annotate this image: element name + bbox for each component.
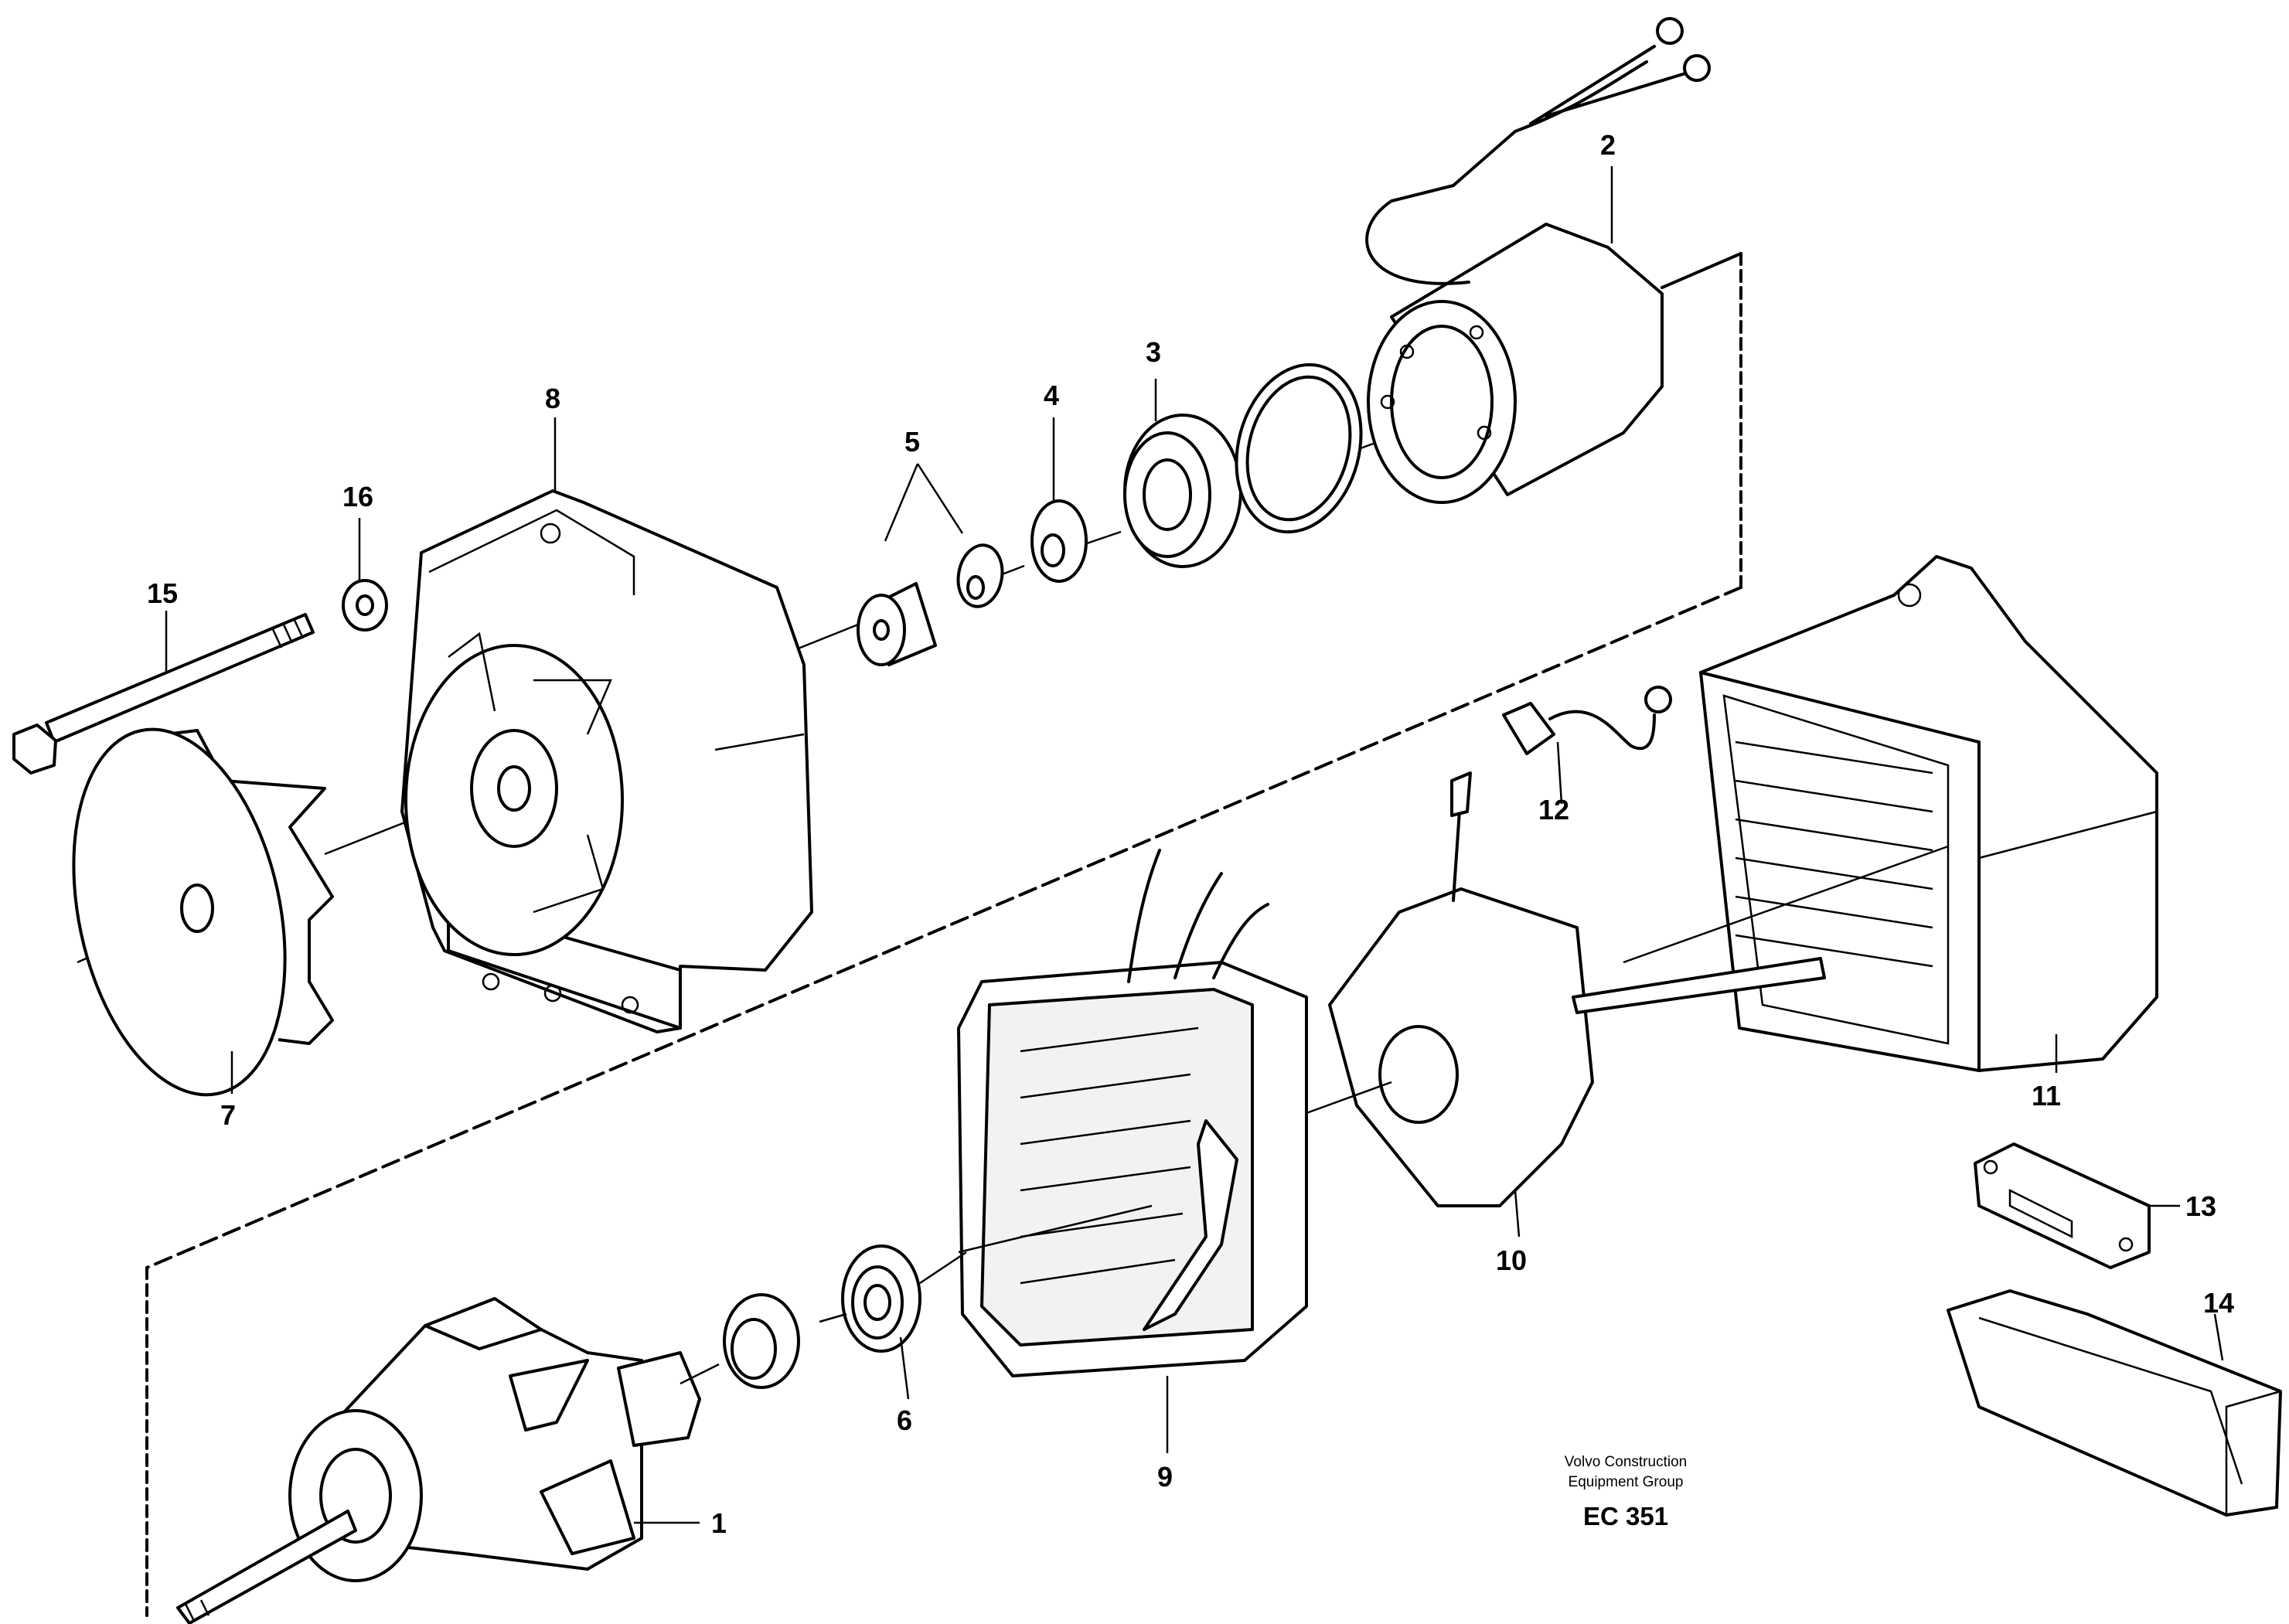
callout-8: 8 [545, 383, 560, 414]
callout-9: 9 [1157, 1461, 1173, 1493]
o-ring [1235, 363, 1363, 534]
callout-13: 13 [2185, 1190, 2216, 1222]
assembly-guide-lines [145, 252, 1742, 1617]
part-7-pulley-fan [72, 727, 334, 1097]
part-16-washer [342, 579, 388, 632]
callout-15: 15 [147, 577, 178, 609]
part-3-bearing [1123, 414, 1242, 568]
part-5-spacer [857, 543, 1004, 666]
part-4-ring [1030, 499, 1088, 583]
callout-6: 6 [897, 1404, 912, 1436]
figure-caption: Volvo Construction Equipment Group EC 35… [1565, 1454, 1687, 1530]
part-1-rotor [176, 1297, 720, 1624]
callout-4: 4 [1044, 380, 1059, 411]
callout-3: 3 [1146, 336, 1161, 368]
figure-code: EC 351 [1583, 1502, 1668, 1530]
caption-line-2: Equipment Group [1569, 1474, 1684, 1490]
part-10-rectifier [1328, 771, 1826, 1207]
callout-16: 16 [342, 481, 373, 512]
part-2-bearing-housing [1365, 17, 1711, 504]
callout-1: 1 [711, 1507, 727, 1539]
callout-labels: 1 2 3 4 5 6 7 8 9 10 11 12 13 14 15 16 [147, 129, 2234, 1539]
callout-2: 2 [1600, 129, 1616, 161]
part-15-bolt [12, 613, 315, 775]
callout-10: 10 [1496, 1244, 1527, 1276]
part-14-cover [1947, 1289, 2282, 1517]
part-9-stator [957, 849, 1392, 1377]
part-6-bearing [841, 1244, 921, 1353]
callout-12: 12 [1538, 794, 1569, 826]
part-12-sensor [1502, 686, 1672, 755]
caption-line-1: Volvo Construction [1565, 1454, 1687, 1470]
rotor-spacer-ring [723, 1251, 967, 1389]
callout-5: 5 [904, 426, 920, 458]
part-8-drive-end-housing [400, 489, 813, 1033]
callout-11: 11 [2032, 1080, 2061, 1112]
callout-7: 7 [220, 1099, 236, 1131]
leader-lines [165, 166, 2224, 1524]
part-13-brush-holder [1974, 1142, 2151, 1269]
callout-14: 14 [2203, 1287, 2234, 1319]
